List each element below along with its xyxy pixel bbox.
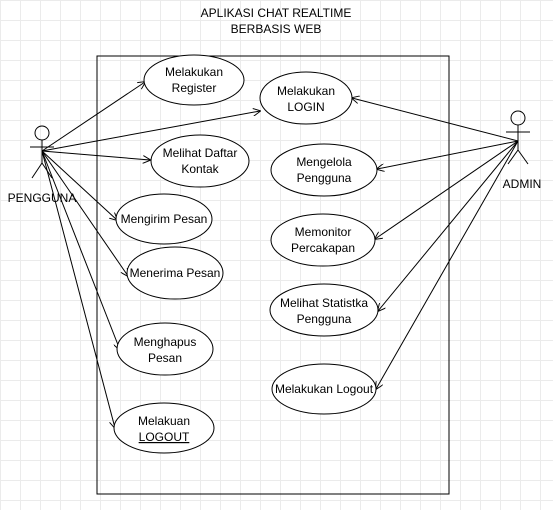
usecase-menghapus-line2: Pesan — [148, 351, 182, 365]
usecase-logout-user-line1: Melakuan — [138, 414, 190, 428]
diagram-title-line1: APLIKASI CHAT REALTIME — [201, 6, 352, 20]
actor-admin: ADMIN — [503, 110, 542, 191]
admin-associations — [352, 98, 519, 389]
assoc-admin-login — [352, 98, 519, 142]
usecase-statistik-line2: Pengguna — [297, 312, 352, 326]
usecase-mengelola-line2: Pengguna — [297, 171, 352, 185]
assoc-pengguna-login — [41, 111, 260, 152]
actor-pengguna-leg-right — [41, 162, 53, 179]
system-boundary — [96, 55, 450, 495]
usecase-kontak-line2: Kontak — [181, 162, 219, 176]
actor-admin-leg-left — [507, 149, 519, 165]
assoc-pengguna-mengirim — [41, 150, 117, 220]
usecase-memonitor-line1: Memonitor — [295, 225, 352, 239]
usecase-menghapus-pesan: Menghapus Pesan — [116, 322, 214, 376]
usecase-mengelola-pengguna: Mengelola Pengguna — [270, 143, 378, 197]
usecase-login-pengguna-admin: Melakukan LOGIN — [259, 71, 353, 125]
assoc-admin-memonitor — [375, 140, 519, 239]
usecase-menerima-line1: Menerima Pesan — [130, 266, 221, 280]
usecase-register-line1: Melakukan — [165, 65, 223, 79]
assoc-admin-statistik — [378, 140, 519, 311]
assoc-admin-mengelola — [377, 140, 519, 169]
assoc-admin-logout — [376, 140, 519, 389]
usecase-memonitor-line2: Percakapan — [291, 241, 355, 255]
usecase-menerima-pesan: Menerima Pesan — [126, 246, 224, 300]
diagram-title-line2: BERBASIS WEB — [231, 22, 322, 36]
actor-pengguna-leg-left — [31, 162, 43, 179]
actor-admin-leg-right — [517, 149, 529, 165]
usecase-register: Melakukan Register — [143, 54, 245, 106]
actor-pengguna-head — [34, 125, 50, 141]
actor-admin-head — [510, 110, 526, 126]
assoc-pengguna-logout — [41, 150, 115, 428]
actor-admin-label: ADMIN — [503, 177, 542, 191]
usecase-mengelola-line1: Mengelola — [296, 155, 352, 169]
assoc-pengguna-menghapus — [41, 150, 120, 350]
usecase-login-line2: LOGIN — [287, 100, 324, 114]
assoc-pengguna-kontak — [41, 150, 150, 160]
usecase-login-line1: Melakukan — [277, 84, 335, 98]
usecase-lihat-kontak: Melihat Daftar Kontak — [150, 134, 250, 188]
usecase-kontak-line1: Melihat Daftar — [163, 146, 238, 160]
usecase-menghapus-line1: Menghapus — [134, 335, 197, 349]
usecase-memonitor-percakapan: Memonitor Percakapan — [270, 213, 376, 267]
usecase-logout-admin-line1: Melakukan Logout — [275, 382, 374, 396]
pengguna-associations — [41, 82, 260, 428]
usecase-mengirim-pesan: Mengirim Pesan — [115, 193, 213, 245]
usecase-logout-user-line2: LOGOUT — [139, 430, 190, 444]
usecase-register-line2: Register — [172, 81, 217, 95]
assoc-pengguna-menerima — [41, 150, 128, 276]
usecase-mengirim-line1: Mengirim Pesan — [121, 212, 208, 226]
usecase-statistik-line1: Melihat Statistka — [280, 296, 368, 310]
actor-pengguna: PENGGUNA — [8, 125, 77, 205]
actor-pengguna-label: PENGGUNA — [8, 191, 77, 205]
usecase-logout-admin: Melakukan Logout — [271, 363, 377, 415]
usecase-logout-pengguna: Melakuan LOGOUT — [113, 402, 215, 454]
assoc-pengguna-register — [41, 82, 145, 152]
usecase-statistik-pengguna: Melihat Statistka Pengguna — [269, 283, 379, 337]
